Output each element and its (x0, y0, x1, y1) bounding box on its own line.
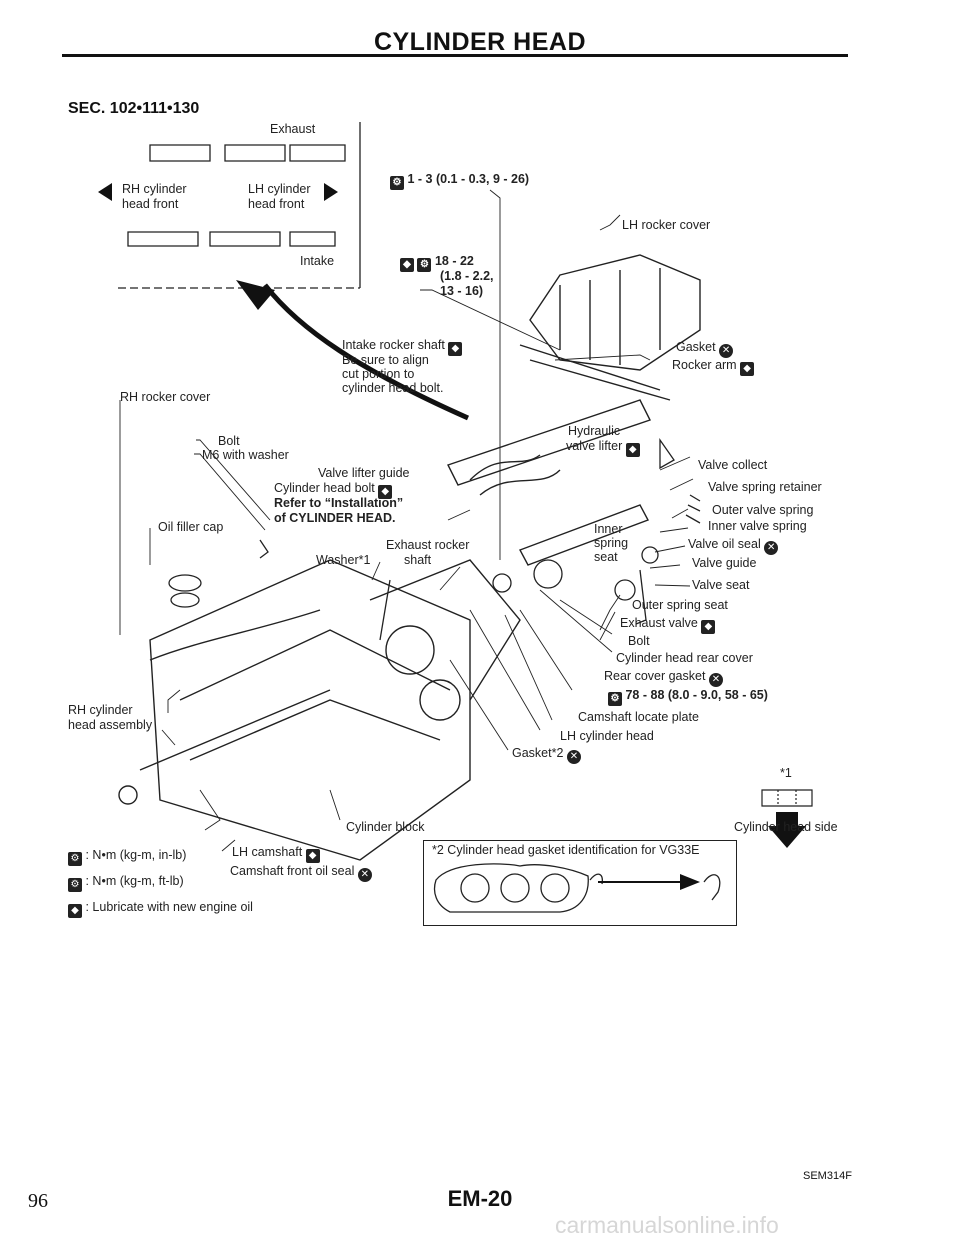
label-lh-rocker-cover: LH rocker cover (622, 218, 711, 232)
section-page-code: EM-20 (447, 1186, 513, 1211)
inset-intake-label: Intake (300, 254, 335, 268)
lubricate-icon: ◆ (625, 443, 640, 457)
label-lh-camshaft: LH camshaft ◆ (232, 845, 320, 863)
label-exhaust-rocker-2: shaft (404, 553, 432, 567)
lubricate-icon: ◆ (378, 485, 393, 499)
label-rh-head-1: RH cylinder (68, 703, 133, 717)
label-camshaft-locate: Camshaft locate plate (578, 710, 699, 724)
label-valve-spring-retainer: Valve spring retainer (708, 480, 822, 494)
label-inner-2: spring (594, 536, 629, 550)
label-rh-rocker-cover: RH rocker cover (120, 390, 211, 404)
torque-rocker-shaft: ◆ ⚙ 18 - 22 (400, 254, 474, 272)
label-cyl-head-bolt: Cylinder head bolt ◆ (274, 481, 393, 499)
torque-ftlb-icon: ⚙ (608, 692, 622, 706)
label-star1: *1 (780, 766, 792, 780)
replace-icon: ✕ (357, 868, 372, 882)
lubricate-icon: ◆ (701, 620, 716, 634)
label-rocker-arm: Rocker arm ◆ (672, 358, 755, 376)
label-rh-head-2: head assembly (68, 718, 153, 732)
gasket-identification-box: *2 Cylinder head gasket identification f… (423, 840, 737, 926)
lubricate-icon: ◆ (68, 904, 82, 918)
replace-icon: ✕ (764, 541, 779, 555)
torque-rocker-shaft-3: 13 - 16) (440, 284, 484, 298)
label-valve-collet: Valve collect (698, 458, 768, 472)
label-camshaft-oil-seal: Camshaft front oil seal ✕ (230, 864, 372, 882)
legend-nm-inlb: ⚙ : N•m (kg-m, in-lb) (68, 848, 186, 866)
label-gasket2: Gasket*2 ✕ (512, 746, 581, 764)
label-washer1: Washer*1 (316, 553, 371, 567)
label-hydraulic-2: valve lifter ◆ (566, 439, 640, 457)
lubricate-icon: ◆ (448, 342, 463, 356)
legend-nm-ftlb: ⚙ : N•m (kg-m, ft-lb) (68, 874, 184, 892)
label-refer-1: Refer to “Installation” (274, 496, 404, 510)
title-rule (62, 54, 848, 57)
label-valve-lifter-guide: Valve lifter guide (318, 466, 410, 480)
label-exhaust-rocker-1: Exhaust rocker (386, 538, 470, 552)
page-title: CYLINDER HEAD (373, 28, 587, 56)
label-align-2: cut portion to (342, 367, 415, 381)
label-valve-guide: Valve guide (692, 556, 757, 570)
torque-ftlb-icon: ⚙ (68, 878, 82, 892)
label-lh-cylinder-head: LH cylinder head (560, 729, 654, 743)
label-valve-seat: Valve seat (692, 578, 750, 592)
torque-rear-cover: ⚙ 78 - 88 (8.0 - 9.0, 58 - 65) (608, 688, 768, 706)
label-inner-valve-spring: Inner valve spring (708, 519, 807, 533)
label-cylinder-block: Cylinder block (346, 820, 425, 834)
inset-lh-front-label: LH cylinder head front (248, 182, 311, 211)
torque-rocker-shaft-2: (1.8 - 2.2, (440, 269, 494, 283)
watermark: carmanualsonline.info (555, 1212, 779, 1238)
label-intake-rocker-shaft: Intake rocker shaft ◆ (342, 338, 463, 356)
label-exhaust-valve: Exhaust valve ◆ (620, 616, 716, 634)
torque-inlb-icon: ⚙ (390, 176, 404, 190)
label-rear-cover-gasket: Rear cover gasket ✕ (604, 669, 723, 687)
lubricate-icon: ◆ (740, 362, 755, 376)
label-outer-valve-spring: Outer valve spring (712, 503, 814, 517)
label-align-1: Be sure to align (342, 353, 429, 367)
label-cylinder-head-side: Cylinder head side (734, 820, 838, 834)
label-m6-washer: M6 with washer (202, 448, 289, 462)
section-reference: SEC. 102•111•130 (68, 100, 200, 117)
legend-lubricate: ◆ : Lubricate with new engine oil (68, 900, 253, 918)
replace-icon: ✕ (566, 750, 581, 764)
replace-icon: ✕ (719, 344, 734, 358)
page-number: 96 (28, 1190, 48, 1212)
label-bolt-bottom: Bolt (628, 634, 650, 648)
label-rear-cover: Cylinder head rear cover (616, 651, 753, 665)
replace-icon: ✕ (708, 673, 723, 687)
label-inner-1: Inner (594, 522, 623, 536)
label-valve-oil-seal: Valve oil seal ✕ (688, 537, 779, 555)
label-refer-2: of CYLINDER HEAD. (274, 511, 396, 525)
inset-exhaust-label: Exhaust (270, 122, 316, 136)
torque-rocker-cover: ⚙ 1 - 3 (0.1 - 0.3, 9 - 26) (390, 172, 529, 190)
gasket-identification-text: *2 Cylinder head gasket identification f… (432, 843, 700, 857)
torque-inlb-icon: ⚙ (68, 852, 82, 866)
label-inner-3: seat (594, 550, 618, 564)
label-outer-spring-seat: Outer spring seat (632, 598, 728, 612)
label-align-3: cylinder head bolt. (342, 381, 444, 395)
torque-ftlb-icon: ⚙ (417, 258, 432, 272)
inset-rh-front-label: RH cylinder head front (122, 182, 187, 211)
figure-code: SEM314F (803, 1170, 852, 1182)
label-gasket: Gasket ✕ (676, 340, 734, 358)
lubricate-icon: ◆ (400, 258, 414, 272)
label-bolt-top: Bolt (218, 434, 240, 448)
label-hydraulic-1: Hydraulic (568, 424, 621, 438)
label-oil-filler-cap: Oil filler cap (158, 520, 224, 534)
lubricate-icon: ◆ (305, 849, 320, 863)
